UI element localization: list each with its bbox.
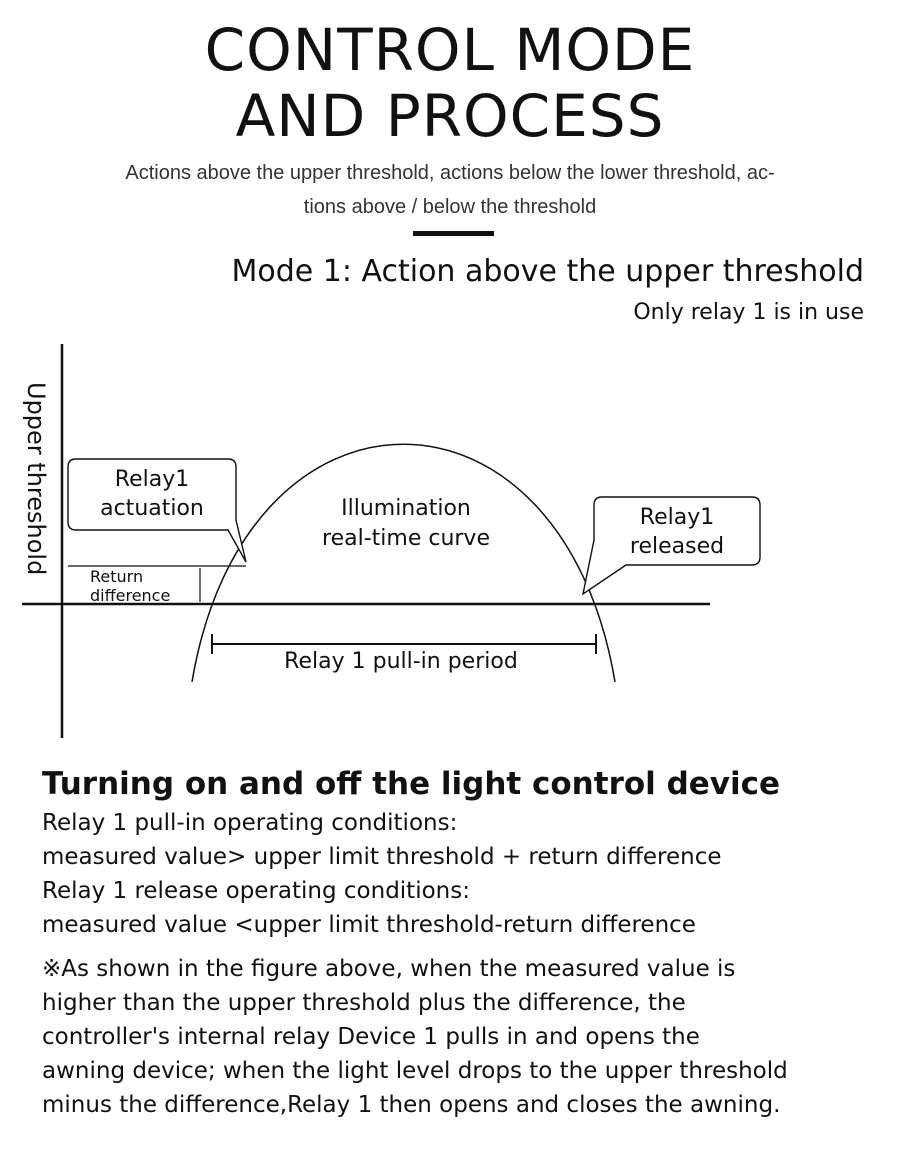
return-difference-label-1: Return xyxy=(90,567,143,586)
title-divider xyxy=(413,231,494,236)
mode-title: Mode 1: Action above the upper threshold xyxy=(231,254,864,289)
callout-released-bubble xyxy=(581,496,761,596)
threshold-diagram: Upper threshold Relay1 actuation Illumin… xyxy=(22,344,761,738)
note-line: minus the difference,Relay 1 then opens … xyxy=(42,1092,781,1118)
explanation-note: ※As shown in the figure above, when the … xyxy=(42,952,892,1122)
y-axis-label: Upper threshold xyxy=(22,382,50,575)
condition-line-3: Relay 1 release operating conditions: xyxy=(42,878,470,904)
condition-line-2: measured value> upper limit threshold + … xyxy=(42,844,722,870)
return-difference-label-2: difference xyxy=(90,586,170,605)
callout-released-line-2: released xyxy=(630,534,724,559)
pull-in-period-label: Relay 1 pull-in period xyxy=(284,649,518,674)
subtitle-line-2: tions above / below the threshold xyxy=(303,196,597,218)
callout-released-line-1: Relay1 xyxy=(640,505,714,530)
illumination-curve xyxy=(191,443,616,683)
callout-actuation-bubble xyxy=(67,458,247,563)
condition-line-1: Relay 1 pull-in operating conditions: xyxy=(42,810,458,836)
page-title-line-1: CONTROL MODE xyxy=(204,16,696,84)
curve-label-line-2: real-time curve xyxy=(322,526,490,551)
callout-actuation-line-2: actuation xyxy=(100,496,204,521)
condition-line-4: measured value <upper limit threshold-re… xyxy=(42,912,696,938)
note-line: ※As shown in the figure above, when the … xyxy=(42,956,736,982)
section-heading: Turning on and off the light control dev… xyxy=(42,766,781,802)
subtitle-line-1: Actions above the upper threshold, actio… xyxy=(125,162,775,184)
note-line: controller's internal relay Device 1 pul… xyxy=(42,1024,700,1050)
note-line: higher than the upper threshold plus the… xyxy=(42,990,686,1016)
page-title-line-2: AND PROCESS xyxy=(235,82,665,150)
mode-subtitle: Only relay 1 is in use xyxy=(633,300,864,325)
curve-label-line-1: Illumination xyxy=(341,496,471,521)
note-line: awning device; when the light level drop… xyxy=(42,1058,788,1084)
callout-actuation-line-1: Relay1 xyxy=(115,467,189,492)
